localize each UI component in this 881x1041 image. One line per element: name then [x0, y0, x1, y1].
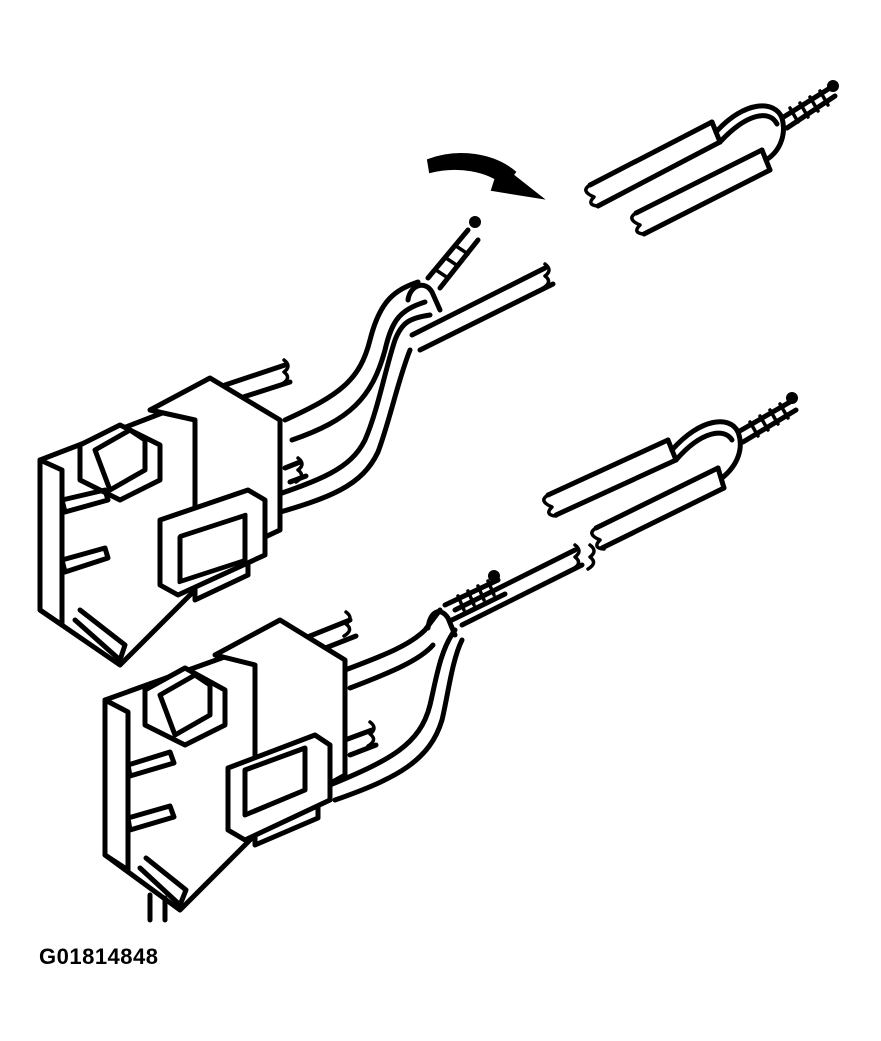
- figure-id-label: G01814848: [39, 944, 159, 969]
- detached-wire-pair-upper: [584, 80, 839, 237]
- curved-arrow-icon: [426, 153, 546, 200]
- detached-wire-pair-lower: [452, 392, 799, 628]
- lower-connector: [102, 570, 508, 923]
- upper-connector: [37, 216, 556, 668]
